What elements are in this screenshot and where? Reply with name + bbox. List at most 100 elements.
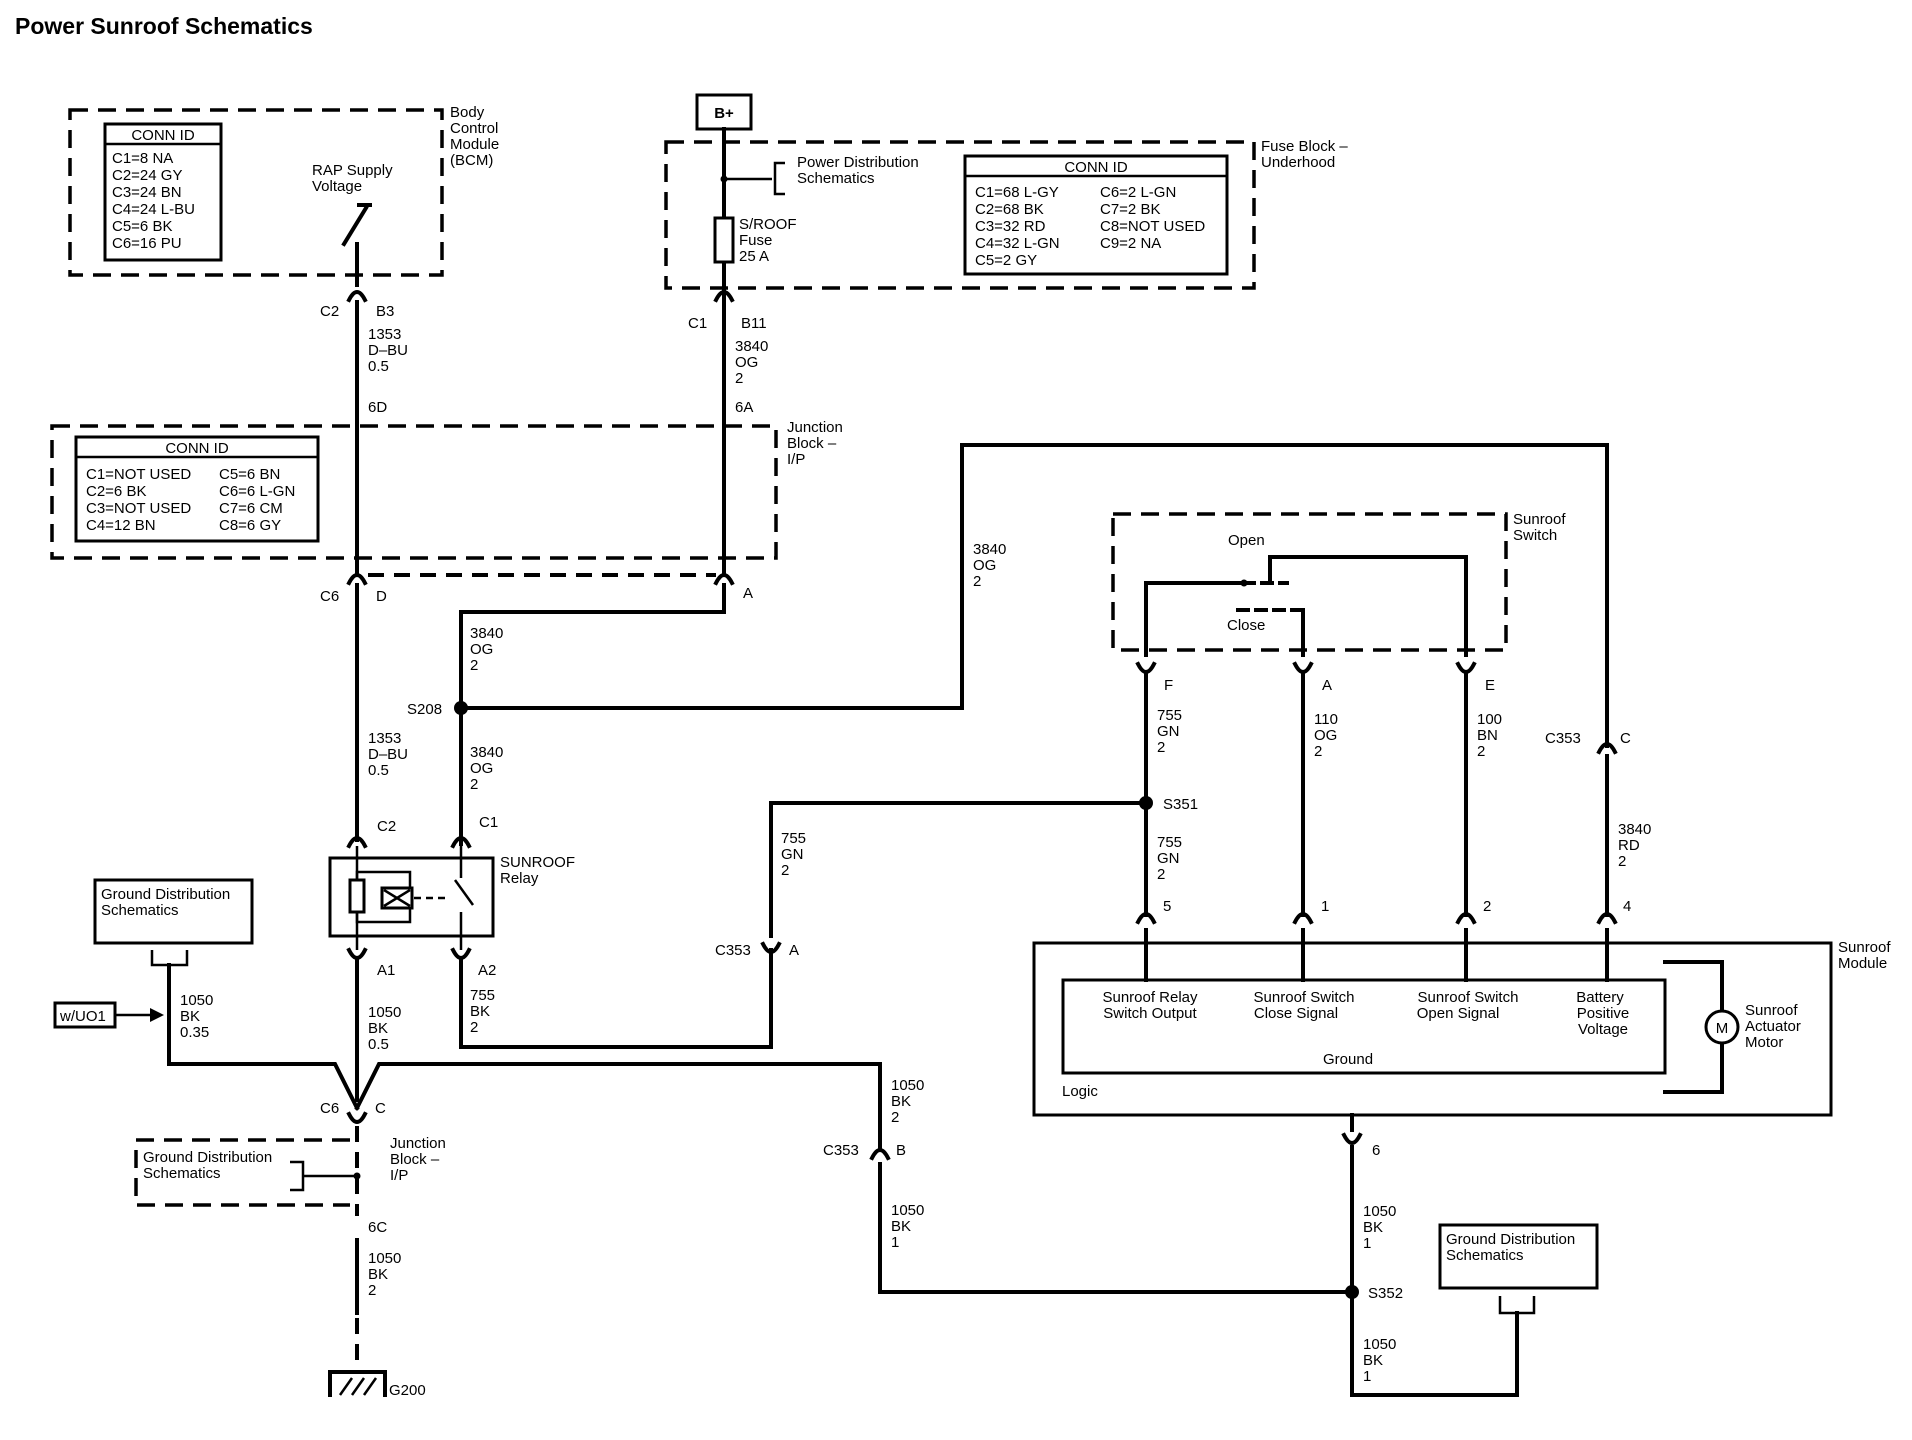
ground-ref-right-2: Schematics (1446, 1247, 1524, 1264)
wire-1353b-circuit: 1353 (368, 730, 401, 747)
jb-conn-c6: C6=6 L-GN (219, 483, 295, 500)
jb-conn-title: CONN ID (165, 440, 229, 457)
ground-ref-left-2: Schematics (101, 902, 179, 919)
wire-1050c-gauge: 1 (891, 1234, 899, 1251)
jb-conn-c7: C7=6 CM (219, 500, 283, 517)
module-pin-4: 4 (1623, 898, 1631, 915)
switch-name-1: Sunroof (1513, 511, 1566, 528)
switch-pin-a: A (1322, 677, 1332, 694)
input-close-signal-2: Close Signal (1254, 1005, 1338, 1022)
wire-100-color: BN (1477, 727, 1498, 744)
jb-conn-c4: C4=12 BN (86, 517, 156, 534)
wire-755c-circuit: 755 (781, 830, 806, 847)
wire-100-circuit: 100 (1477, 711, 1502, 728)
ground-ref-left-1: Ground Distribution (101, 886, 230, 903)
wire-1353-gauge: 0.5 (368, 358, 389, 375)
wire-1050g-circuit: 1050 (368, 1250, 401, 1267)
fuse-label-3: 25 A (739, 248, 769, 265)
switch-pin-f: F (1164, 677, 1173, 694)
bcm-conn-c5: C5=6 BK (112, 218, 172, 235)
fuse-conn-c1: C1=68 L-GY (975, 184, 1059, 201)
fuse-conn-c9: C9=2 NA (1100, 235, 1161, 252)
input-relay-output-1: Sunroof Relay (1102, 989, 1198, 1006)
jb-pin-6d: 6D (368, 399, 387, 416)
jb-conn-c3: C3=NOT USED (86, 500, 191, 517)
switch-close-label: Close (1227, 617, 1265, 634)
option-uo1-label: w/UO1 (59, 1008, 106, 1025)
input-open-signal-1: Sunroof Switch (1418, 989, 1519, 1006)
bcm-conn-c3: C3=24 BN (112, 184, 182, 201)
wire-3840-top-gauge: 2 (973, 573, 981, 590)
wire-1050opt-circuit: 1050 (180, 992, 213, 1009)
sunroof-switch: Sunroof Switch Open Close (1111, 511, 1566, 657)
module-ground-label: Ground (1323, 1051, 1373, 1068)
input-relay-output-2: Switch Output (1103, 1005, 1197, 1022)
c353b-label: C353 (823, 1142, 859, 1159)
fuse-conn-c5: C5=2 GY (975, 252, 1037, 269)
switch-name-2: Switch (1513, 527, 1557, 544)
bcm-conn-title: CONN ID (131, 127, 195, 144)
wire-1050a-gauge: 0.5 (368, 1036, 389, 1053)
wire-755bk-circuit: 755 (470, 987, 495, 1004)
fuse-block-name-1: Fuse Block – (1261, 138, 1348, 155)
fuse-conn-c7: C7=2 BK (1100, 201, 1160, 218)
jb-conn-c6-label: C6 (320, 588, 339, 605)
junction-block-ip-lower: Junction Block – I/P Ground Distribution… (134, 1135, 446, 1207)
jb-name-3: I/P (787, 451, 805, 468)
fuse-conn-c8: C8=NOT USED (1100, 218, 1205, 235)
splice-s208-label: S208 (407, 701, 442, 718)
ground-ref-jb-1: Ground Distribution (143, 1149, 272, 1166)
wire-1050b-circuit: 1050 (891, 1077, 924, 1094)
relay-a1-label: A1 (377, 962, 395, 979)
pin-b3-label: B3 (376, 303, 394, 320)
motor-symbol: M (1716, 1020, 1729, 1037)
wire-3840-circuit: 3840 (735, 338, 768, 355)
g200-label: G200 (389, 1382, 426, 1399)
wire-1050a-color: BK (368, 1020, 388, 1037)
wire-110-gauge: 2 (1314, 743, 1322, 760)
sunroof-relay: C2 C1 SUNROOF Relay A1 A2 (328, 814, 575, 979)
wire-1050a-circuit: 1050 (368, 1004, 401, 1021)
wire-3840c-circuit: 3840 (470, 744, 503, 761)
c353a-label: C353 (715, 942, 751, 959)
wire-1050c-color: BK (891, 1218, 911, 1235)
body-control-module: Body Control Module (BCM) CONN ID C1=8 N… (68, 104, 499, 287)
bcm-name-3: Module (450, 136, 499, 153)
wire-755b-color: GN (1157, 850, 1180, 867)
jb-conn-c1: C1=NOT USED (86, 466, 191, 483)
battery-power-source: B+ (695, 93, 753, 131)
bcm-conn-c6: C6=16 PU (112, 235, 182, 252)
motor-label-3: Motor (1745, 1034, 1783, 1051)
wire-755a-gauge: 2 (1157, 739, 1165, 756)
jb-conn-c5: C5=6 BN (219, 466, 280, 483)
wire-3840b-gauge: 2 (470, 657, 478, 674)
option-uo1: w/UO1 (53, 1001, 164, 1029)
module-name-2: Module (1838, 955, 1887, 972)
wire-3840-top-color: OG (973, 557, 996, 574)
bcm-name-1: Body (450, 104, 485, 121)
wire-3840rd-gauge: 2 (1618, 853, 1626, 870)
ground-distribution-ref-right: Ground Distribution Schematics (1438, 1223, 1599, 1315)
pin-d-label: D (376, 588, 387, 605)
wire-755c-gauge: 2 (781, 862, 789, 879)
fuse-conn-title: CONN ID (1064, 159, 1128, 176)
wire-110-circuit: 110 (1314, 711, 1338, 728)
splice-s352 (1345, 1285, 1359, 1299)
relay-a2-label: A2 (478, 962, 496, 979)
motor-label-1: Sunroof (1745, 1002, 1798, 1019)
c353b-pin-label: B (896, 1142, 906, 1159)
ground-distribution-ref-left: Ground Distribution Schematics (93, 878, 254, 1066)
fuse-label-1: S/ROOF (739, 216, 797, 233)
fuse-block-name-2: Underhood (1261, 154, 1335, 171)
wire-1353-color: D–BU (368, 342, 408, 359)
jb-lower-name-1: Junction (390, 1135, 446, 1152)
wire-1050opt-gauge: 0.35 (180, 1024, 209, 1041)
wire-1050e-gauge: 1 (1363, 1368, 1371, 1385)
fuse-conn-c4: C4=32 L-GN (975, 235, 1060, 252)
wire-755b-gauge: 2 (1157, 866, 1165, 883)
wire-1050g-color: BK (368, 1266, 388, 1283)
input-open-signal-2: Open Signal (1417, 1005, 1500, 1022)
bcm-conn-c2-label: C2 (320, 303, 339, 320)
wire-1353b-gauge: 0.5 (368, 762, 389, 779)
wire-3840-gauge: 2 (735, 370, 743, 387)
